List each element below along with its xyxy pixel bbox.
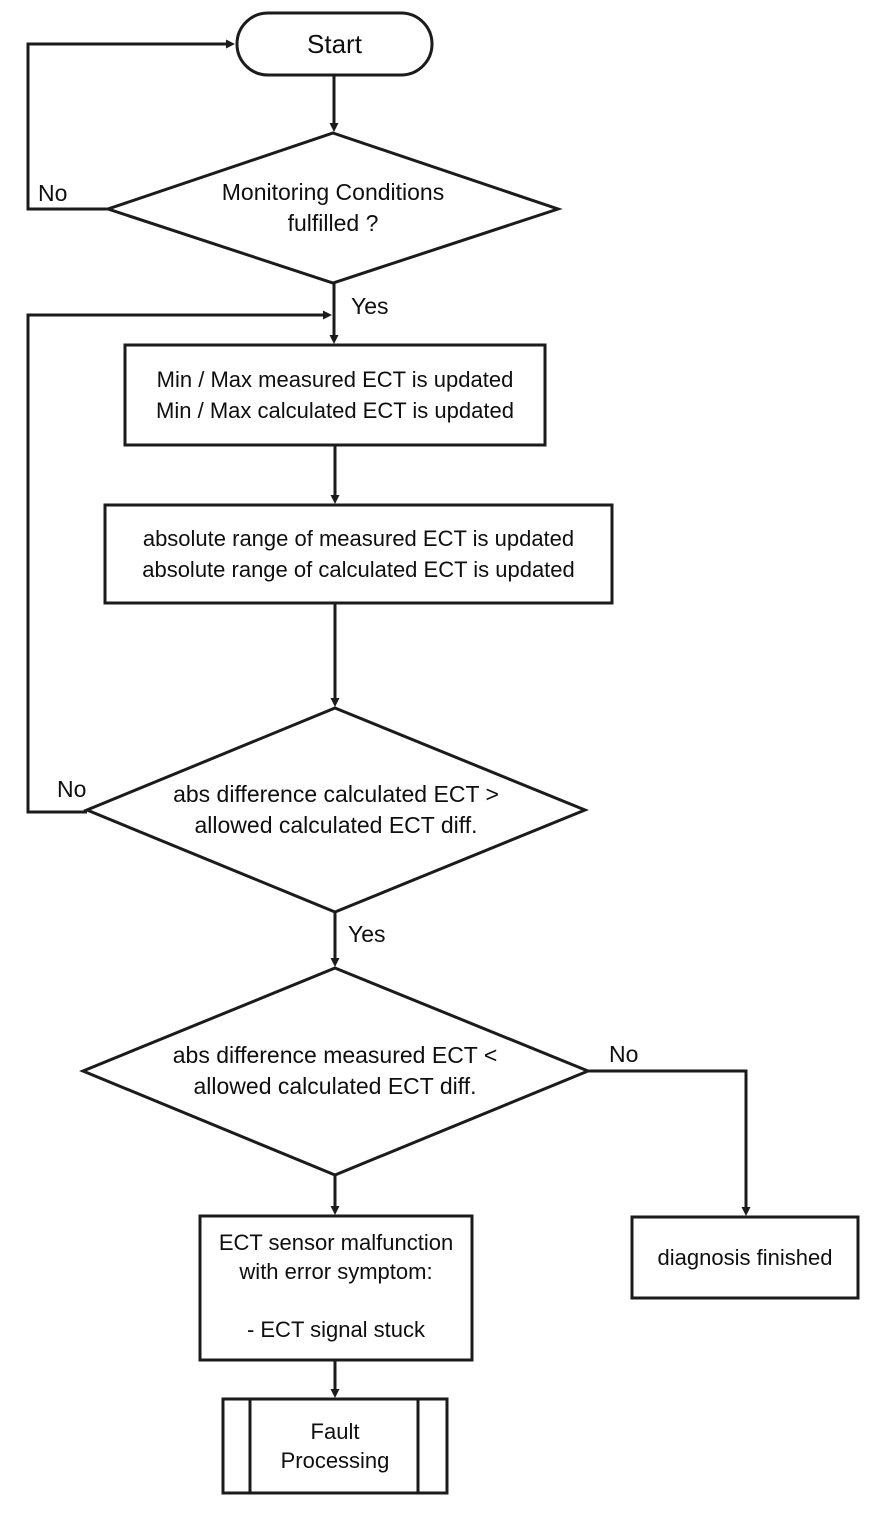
process-malfunction-label: ECT sensor malfunction with error sympto… bbox=[218, 1230, 454, 1342]
start-node-label: Start bbox=[307, 28, 362, 59]
process-range-label: absolute range of measured ECT is update… bbox=[142, 526, 575, 582]
process-fault-shape bbox=[221, 1397, 449, 1495]
edge-label-calculated-yes: Yes bbox=[348, 921, 386, 947]
edge-measured-no-to-diagnosis bbox=[588, 1069, 751, 1216]
edge-calculated-no-loop bbox=[26, 310, 332, 814]
edge-monitoring-no-loop bbox=[26, 39, 235, 211]
process-fault-label: Fault Processing bbox=[280, 1419, 390, 1473]
edge-label-calculated-no: No bbox=[57, 776, 87, 802]
start-terminal-shape bbox=[235, 11, 434, 77]
decision-monitoring-label: Monitoring Conditions fulfilled ? bbox=[221, 179, 445, 236]
edge-label-monitoring-yes: Yes bbox=[351, 293, 389, 319]
terminal-diagnosis-shape bbox=[630, 1215, 860, 1300]
decision-measured-label: abs difference measured ECT < allowed ca… bbox=[172, 1042, 498, 1099]
edge-label-monitoring-no: No bbox=[38, 180, 68, 206]
terminal-diagnosis-label: diagnosis finished bbox=[657, 1245, 833, 1270]
process-minmax-shape bbox=[123, 343, 547, 447]
process-minmax-label: Min / Max measured ECT is updated Min / … bbox=[156, 367, 514, 423]
decision-calculated-shape bbox=[83, 706, 589, 914]
decision-calculated-label: abs difference calculated ECT > allowed … bbox=[173, 781, 499, 838]
edge-label-measured-no: No bbox=[609, 1041, 639, 1067]
process-range-shape bbox=[103, 503, 614, 605]
decision-measured-shape bbox=[79, 966, 592, 1177]
decision-monitoring-shape bbox=[103, 131, 563, 285]
process-malfunction-shape bbox=[198, 1214, 474, 1362]
